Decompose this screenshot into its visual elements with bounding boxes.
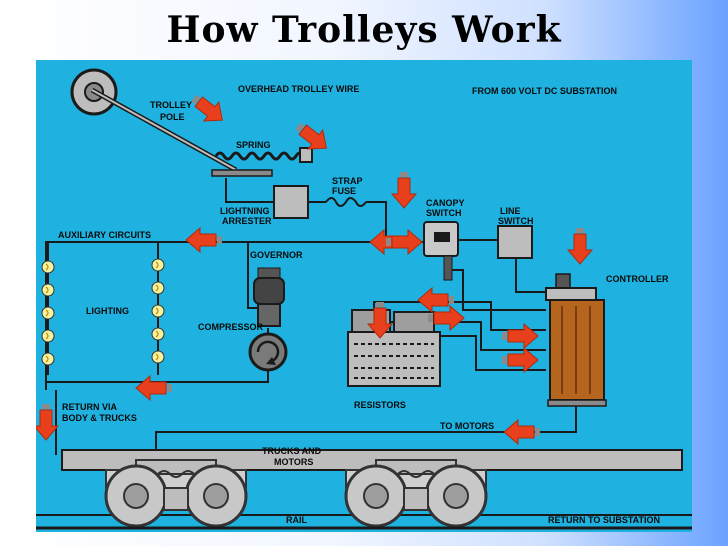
lamp-icon	[151, 258, 165, 272]
lamp-icon	[41, 352, 55, 366]
line-switch-box	[497, 225, 533, 259]
label-lightning: LIGHTNING	[220, 206, 270, 216]
lamp-icon	[151, 327, 165, 341]
lightning-arrester-box	[273, 185, 309, 219]
label-return-via: RETURN VIA	[62, 402, 118, 412]
label-strap: STRAP	[332, 176, 363, 186]
label-substation-source: FROM 600 VOLT DC SUBSTATION	[472, 86, 617, 96]
label-governor: GOVERNOR	[250, 250, 303, 260]
label-trucks-and: TRUCKS AND	[262, 446, 322, 456]
resistors-icon	[347, 309, 441, 387]
lamp-icon	[41, 260, 55, 274]
trolley-diagram: OVERHEAD TROLLEY WIRE FROM 600 VOLT DC S…	[36, 60, 692, 532]
label-overhead-trolley-wire: OVERHEAD TROLLEY WIRE	[238, 84, 359, 94]
label-pole: POLE	[160, 112, 185, 122]
label-motors: MOTORS	[274, 457, 313, 467]
lamp-icon	[151, 281, 165, 295]
label-line: LINE	[500, 206, 521, 216]
label-resistors: RESISTORS	[354, 400, 406, 410]
label-rail: RAIL	[286, 515, 307, 525]
spring-icon	[211, 147, 313, 177]
label-controller: CONTROLLER	[606, 274, 669, 284]
label-compressor: COMPRESSOR	[198, 322, 264, 332]
label-trolley: TROLLEY	[150, 100, 192, 110]
canopy-switch-icon	[423, 221, 459, 281]
compressor-icon	[248, 332, 288, 372]
trolley-pole-icon	[70, 68, 238, 173]
label-fuse: FUSE	[332, 186, 356, 196]
label-to-motors: TO MOTORS	[440, 421, 494, 431]
controller-icon	[545, 273, 607, 407]
lamp-icon	[41, 329, 55, 343]
label-return-to-substation: RETURN TO SUBSTATION	[548, 515, 660, 525]
label-canopy: CANOPY	[426, 198, 465, 208]
lamp-icon	[151, 304, 165, 318]
label-canopy-switch: SWITCH	[426, 208, 462, 218]
lamp-icon	[41, 283, 55, 297]
lamp-icon	[151, 350, 165, 364]
lamp-icon	[41, 306, 55, 320]
label-arrester: ARRESTER	[222, 216, 272, 226]
label-auxiliary-circuits: AUXILIARY CIRCUITS	[58, 230, 151, 240]
governor-icon	[253, 267, 285, 327]
label-lighting: LIGHTING	[86, 306, 129, 316]
strap-fuse-icon	[325, 197, 367, 207]
label-body-trucks: BODY & TRUCKS	[62, 413, 137, 423]
page-title: How Trolleys Work	[166, 9, 562, 51]
label-spring: SPRING	[236, 140, 271, 150]
label-line-switch: SWITCH	[498, 216, 534, 226]
